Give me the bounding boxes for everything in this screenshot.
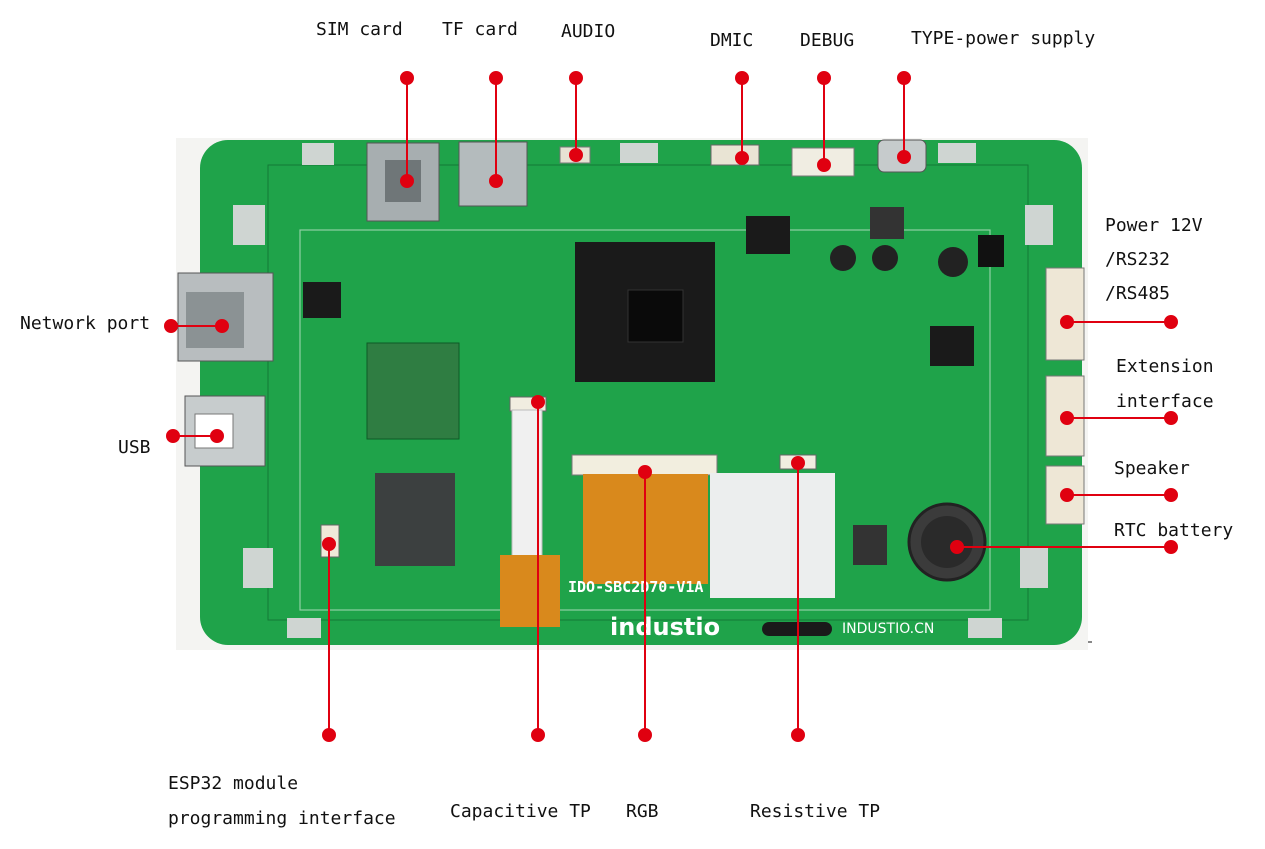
label-network-port: Network port <box>20 313 151 334</box>
board-site-text: INDUSTIO.CN <box>842 621 935 637</box>
label-usb: USB <box>118 437 151 458</box>
capacitor-1 <box>830 245 856 271</box>
board-brand-text: industio <box>610 613 721 641</box>
label-audio: AUDIO <box>561 21 616 42</box>
label-ext-1: Extension <box>1116 356 1214 377</box>
label-power-2: /RS232 <box>1105 249 1171 270</box>
label-esp32-2: programming interface <box>168 808 396 829</box>
label-ext-2: interface <box>1116 391 1214 412</box>
pcb-inner-edge <box>267 164 1029 621</box>
power-mosfet <box>978 235 1004 267</box>
soc-chip <box>627 289 684 343</box>
rtc-marker <box>1164 540 1178 554</box>
captp-flex-tail <box>500 555 560 627</box>
label-dmic: DMIC <box>710 30 754 51</box>
ext-marker <box>1164 411 1178 425</box>
power-marker <box>1164 315 1178 329</box>
label-type-power: TYPE-power supply <box>911 28 1096 49</box>
tf-card-marker <box>489 174 503 188</box>
rj45-opening <box>186 292 244 348</box>
power-connector <box>1045 267 1085 361</box>
debug-marker <box>817 158 831 172</box>
dmic-marker <box>735 151 749 165</box>
label-speaker: Speaker <box>1114 458 1190 479</box>
mount-pads <box>233 143 1053 638</box>
ic-u2 <box>930 326 974 366</box>
label-power-3: /RS485 <box>1105 283 1171 304</box>
network-marker <box>215 319 229 333</box>
4g-module-footprint <box>366 342 460 440</box>
tf-slot <box>458 141 528 207</box>
restp-marker <box>791 728 805 742</box>
esp32-module <box>375 473 455 566</box>
sim-card-marker <box>400 174 414 188</box>
esp32-marker <box>322 728 336 742</box>
display-tape <box>710 473 835 598</box>
label-rtc-battery: RTC battery <box>1114 520 1234 541</box>
lan-transformer <box>303 282 341 318</box>
label-rgb: RGB <box>626 801 659 822</box>
label-esp32-1: ESP32 module <box>168 773 299 794</box>
capacitor-2 <box>872 245 898 271</box>
usb-opening <box>194 413 234 449</box>
typec-marker <box>897 150 911 164</box>
board-model-text: IDO-SBC2D70-V1A <box>568 578 704 596</box>
audio-marker <box>569 148 583 162</box>
inductor <box>870 207 904 239</box>
rgb-marker <box>638 728 652 742</box>
label-sim-card: SIM card <box>316 19 403 40</box>
label-capacitive-tp: Capacitive TP <box>450 801 591 822</box>
label-debug: DEBUG <box>800 30 855 51</box>
buzzer <box>853 525 887 565</box>
capacitor-3 <box>938 247 968 277</box>
captp-marker <box>531 728 545 742</box>
label-resistive-tp: Resistive TP <box>750 801 881 822</box>
label-tf-card: TF card <box>442 19 518 40</box>
usb-marker <box>210 429 224 443</box>
ic-u1 <box>746 216 790 254</box>
speaker-marker <box>1164 488 1178 502</box>
label-power-1: Power 12V <box>1105 215 1203 236</box>
rtc-battery-cell <box>921 516 973 568</box>
